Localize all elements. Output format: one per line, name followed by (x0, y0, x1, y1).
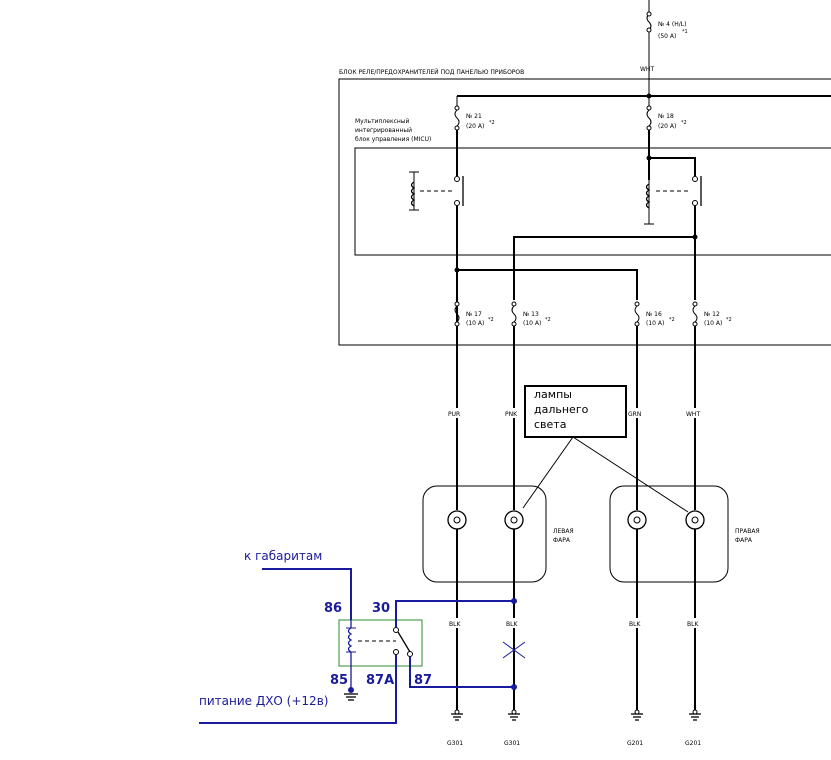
drl-power-label: питание ДХО (+12в) (199, 694, 328, 708)
micu-box: Мультиплексный интегрированный блок упра… (354, 118, 831, 256)
fuse-4-note: *1 (682, 29, 688, 35)
callout-line-2: дальнего (534, 403, 589, 416)
fuse-12-label: № 12 (704, 311, 720, 318)
fuse-16-label: № 16 (646, 311, 662, 318)
fuse-16-note: *2 (669, 317, 675, 323)
micu-relay-left (409, 171, 464, 211)
fuse-17-rating: (10 A) (466, 320, 484, 327)
fuse-17-label: № 17 (466, 311, 482, 318)
fuse-12-rating: (10 A) (704, 320, 722, 327)
to-parking-lights-label: к габаритам (244, 549, 322, 563)
wire-cut-mark (502, 641, 526, 659)
wire-color-pur: PUR (448, 411, 460, 418)
fuse-18-rating: (20 A) (658, 123, 676, 130)
micu-label-2: интегрированный (355, 127, 412, 134)
fuse-13: № 13 (10 A) *2 (511, 301, 551, 327)
ground-g301-a: G301 (447, 709, 463, 747)
fuse-relay-box-title: БЛОК РЕЛЕ/ПРЕДОХРАНИТЕЛЕЙ ПОД ПАНЕЛЬЮ ПР… (339, 69, 524, 76)
fuse-13-rating: (10 A) (523, 320, 541, 327)
wire-color-blk-1: BLK (449, 621, 461, 628)
fuse-4-label: № 4 (H/L) (658, 21, 686, 28)
wire-color-blk-2: BLK (506, 621, 518, 628)
fuse-21: № 21 (20 A) *2 (454, 96, 495, 131)
fuse-17-note: *2 (488, 317, 494, 323)
relay-pin-86: 86 (324, 601, 342, 616)
fuse-16-rating: (10 A) (646, 320, 664, 327)
right-headlight-label-1: ПРАВАЯ (735, 528, 760, 535)
fuse-13-label: № 13 (523, 311, 539, 318)
left-headlight: ЛЕВАЯ ФАРА (422, 485, 574, 583)
wire-color-blk-3: BLK (629, 621, 641, 628)
ground-label-3: G201 (627, 740, 643, 747)
fuse-18-note: *2 (681, 120, 687, 126)
relay-ground-85 (344, 666, 358, 701)
callout-line-1: лампы (534, 388, 572, 401)
fuse-21-label: № 21 (466, 113, 482, 120)
ground-label-2: G301 (504, 740, 520, 747)
relay-pin-85: 85 (330, 673, 348, 688)
fuse-18: № 18 (20 A) *2 (646, 96, 687, 131)
drl-relay (338, 619, 423, 667)
fuse-13-note: *2 (545, 317, 551, 323)
high-beam-callout: лампы дальнего света (522, 385, 689, 513)
ground-label-1: G301 (447, 740, 463, 747)
micu-label-1: Мультиплексный (355, 118, 410, 125)
fuse-16: № 16 (10 A) *2 (634, 301, 675, 327)
wire-color-top: WHT (640, 66, 654, 73)
relay-pin-87a: 87A (366, 673, 394, 688)
ground-label-4: G201 (685, 740, 701, 747)
ground-g201-a: G201 (627, 709, 643, 747)
right-headlight-label-2: ФАРА (735, 537, 753, 544)
callout-line-3: света (534, 418, 566, 431)
fuse-12-note: *2 (726, 317, 732, 323)
wire-color-pnk: PNK (505, 411, 518, 418)
fuse-17: № 17 (10 A) *2 (454, 301, 494, 327)
wire-color-blk-4: BLK (687, 621, 699, 628)
relay-pin-87: 87 (414, 673, 432, 688)
fuse-4: № 4 (H/L) (50 A) *1 (646, 0, 688, 40)
micu-label-3: блок управления (MICU) (355, 136, 431, 143)
fuse-21-rating: (20 A) (466, 123, 484, 130)
fuse-21-note: *2 (489, 120, 495, 126)
right-headlight: ПРАВАЯ ФАРА (609, 485, 760, 583)
fuse-18-label: № 18 (658, 113, 674, 120)
relay-pin-30: 30 (372, 601, 390, 616)
fuse-relay-box: БЛОК РЕЛЕ/ПРЕДОХРАНИТЕЛЕЙ ПОД ПАНЕЛЬЮ ПР… (338, 69, 831, 346)
ground-g301-b: G301 (504, 709, 520, 747)
fuse-12: № 12 (10 A) *2 (692, 301, 732, 327)
ground-g201-b: G201 (685, 709, 701, 747)
fuse-4-rating: (50 A) (658, 33, 676, 40)
wire-color-wht: WHT (686, 411, 700, 418)
left-headlight-label-1: ЛЕВАЯ (553, 528, 574, 535)
wire-color-grn: GRN (628, 411, 641, 418)
micu-relay-right (644, 176, 702, 225)
left-headlight-label-2: ФАРА (553, 537, 571, 544)
